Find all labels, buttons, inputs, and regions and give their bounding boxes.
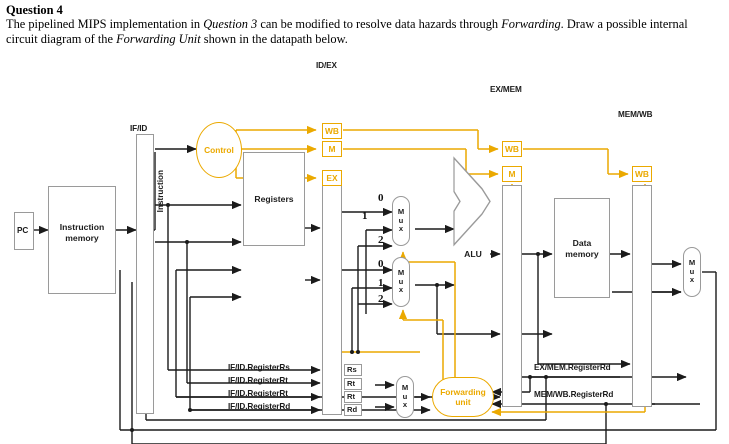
reg-dst-mux-x: x bbox=[402, 400, 408, 410]
ifid-register-rs-label: IF/ID.RegisterRs bbox=[228, 363, 290, 372]
body-text-2: can be modified to resolve data hazards … bbox=[257, 17, 502, 32]
pc-register bbox=[14, 212, 34, 250]
mem-wb-label: MEM/WB bbox=[618, 110, 653, 119]
junction-dot bbox=[185, 240, 189, 244]
mem-wb-pipeline-register bbox=[632, 185, 652, 407]
question-body: The pipelined MIPS implementation in Que… bbox=[6, 17, 722, 46]
junction-dot bbox=[350, 350, 354, 354]
ex-mem-m-label: M bbox=[508, 169, 516, 179]
alu-b-mux-u: u bbox=[398, 276, 404, 286]
if-id-pipeline-register bbox=[136, 134, 154, 414]
ex-mem-label: EX/MEM bbox=[490, 85, 522, 94]
body-text-4: possible internal circuit diagram of the bbox=[6, 17, 688, 46]
ifid-register-rt-label-1: IF/ID.RegisterRt bbox=[228, 376, 288, 385]
data-memory-label-line1: Data bbox=[572, 238, 592, 248]
id-ex-rs-field: Rs bbox=[344, 364, 362, 376]
junction-dot bbox=[536, 252, 540, 256]
data-memory-label-line2: memory bbox=[565, 249, 599, 259]
alu-a-mux-input-0-label: 0 bbox=[378, 192, 384, 204]
id-ex-ex-field: EX bbox=[322, 170, 342, 186]
junction-dot bbox=[435, 283, 439, 287]
ex-mem-m-field: M bbox=[502, 166, 522, 182]
id-ex-rt-field-1: Rt bbox=[344, 378, 362, 390]
question-header: Question 4 The pipelined MIPS implementa… bbox=[6, 3, 722, 46]
alu-a-mux-x: x bbox=[398, 224, 404, 234]
pc-label: PC bbox=[17, 226, 29, 235]
forwarding-unit-emphasis: Forwarding Unit bbox=[116, 31, 201, 46]
ex-mem-wb-field: WB bbox=[502, 141, 522, 157]
reg-dst-mux: M u x bbox=[396, 376, 414, 418]
body-text-3: . Draw a bbox=[560, 17, 603, 32]
junction-dot bbox=[544, 375, 548, 379]
alu-b-mux-input-2-label: 2 bbox=[378, 293, 384, 305]
mem-to-reg-mux-x: x bbox=[689, 275, 695, 285]
alu-src-a-mux: M u x bbox=[392, 196, 410, 246]
id-ex-wb-label: WB bbox=[325, 126, 339, 136]
question-3-reference: Question 3 bbox=[203, 17, 258, 32]
alu-b-mux-x: x bbox=[398, 285, 404, 295]
instruction-memory-block bbox=[48, 186, 116, 294]
id-ex-ex-label: EX bbox=[326, 173, 338, 183]
instruction-memory-label-line1: Instruction bbox=[59, 222, 105, 232]
ifid-register-rd-label: IF/ID.RegisterRd bbox=[228, 402, 291, 411]
control-unit: Control bbox=[196, 122, 242, 178]
alu-label: ALU bbox=[464, 249, 482, 259]
mem-to-reg-mux-u: u bbox=[689, 266, 695, 276]
junction-dot bbox=[166, 203, 170, 207]
id-ex-pipeline-register bbox=[322, 185, 342, 415]
mem-wb-wb-label: WB bbox=[635, 169, 649, 179]
ex-mem-pipeline-register bbox=[502, 185, 522, 407]
reg-dst-mux-u: u bbox=[402, 391, 408, 401]
forwarding-unit: Forwarding unit bbox=[432, 377, 494, 417]
body-text-5: shown in the datapath below. bbox=[200, 31, 348, 46]
alu-a-mux-u: u bbox=[398, 215, 404, 225]
body-text-1: The pipelined MIPS implementation in bbox=[6, 17, 204, 32]
id-ex-m-field: M bbox=[322, 141, 342, 157]
ex-mem-register-rd-label: EX/MEM.RegisterRd bbox=[534, 363, 611, 372]
question-title: Question 4 bbox=[6, 3, 63, 17]
alu-a-mux-input-1-label: 1 bbox=[362, 210, 368, 222]
instruction-memory-label-line2: memory bbox=[65, 233, 99, 243]
junction-dot bbox=[188, 408, 192, 412]
junction-dot bbox=[130, 428, 134, 432]
instruction-bus-label: Instruction bbox=[156, 170, 165, 213]
alu-a-mux-input-2-label: 2 bbox=[378, 234, 384, 246]
mem-to-reg-mux: M u x bbox=[683, 247, 701, 297]
alu-a-mux-m: M bbox=[397, 207, 405, 217]
forwarding-unit-label-line2: unit bbox=[455, 397, 471, 407]
alu-shape bbox=[453, 156, 491, 247]
id-ex-m-label: M bbox=[328, 144, 336, 154]
id-ex-label: ID/EX bbox=[316, 61, 337, 70]
mem-wb-register-rd-label: MEM/WB.RegisterRd bbox=[534, 390, 614, 399]
ifid-register-rt-label-2: IF/ID.RegisterRt bbox=[228, 389, 288, 398]
id-ex-wb-field: WB bbox=[322, 123, 342, 139]
reg-dst-mux-m: M bbox=[401, 383, 409, 393]
forwarding-unit-label-line1: Forwarding bbox=[440, 387, 486, 397]
junction-dot bbox=[356, 350, 360, 354]
id-ex-rd-field: Rd bbox=[344, 404, 362, 416]
alu-b-mux-m: M bbox=[397, 268, 405, 278]
mem-to-reg-mux-m: M bbox=[688, 258, 696, 268]
mem-wb-wb-field: WB bbox=[632, 166, 652, 182]
junction-dot bbox=[604, 402, 608, 406]
registers-block bbox=[243, 152, 305, 246]
alu-b-mux-input-1-label: 1 bbox=[378, 277, 384, 289]
data-memory-block bbox=[554, 198, 610, 298]
id-ex-rt-field-2: Rt bbox=[344, 391, 362, 403]
alu-src-b-mux: M u x bbox=[392, 257, 410, 307]
ex-mem-wb-label: WB bbox=[505, 144, 519, 154]
junction-dot bbox=[528, 375, 532, 379]
forwarding-emphasis: Forwarding bbox=[501, 17, 561, 32]
if-id-label: IF/ID bbox=[130, 124, 148, 133]
mips-datapath-diagram: PC Instruction memory IF/ID Instruction … bbox=[0, 52, 729, 444]
alu-b-mux-input-0-label: 0 bbox=[378, 258, 384, 270]
registers-label: Registers bbox=[254, 194, 294, 204]
